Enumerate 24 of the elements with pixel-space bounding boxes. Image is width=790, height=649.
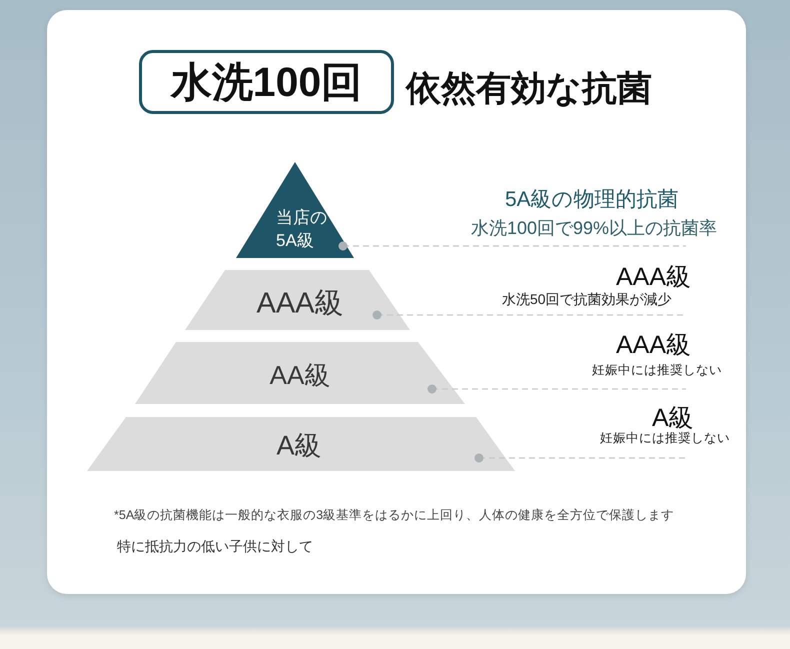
description-text: 水洗50回で抗菌効果が減少 bbox=[502, 292, 672, 306]
tier-label: AA級 bbox=[270, 362, 330, 388]
pyramid-tier bbox=[185, 270, 410, 330]
leader-line bbox=[474, 454, 686, 462]
title: 依然有効な抗菌 bbox=[406, 70, 652, 106]
description-text: 水洗100回で99%以上の抗菌率 bbox=[471, 219, 718, 237]
pyramid-tier bbox=[87, 417, 515, 471]
heading-box: 水洗100回 bbox=[139, 50, 394, 114]
tier-label: 当店の5A級 bbox=[276, 206, 328, 252]
description-text: 妊娠中には推奨しない bbox=[600, 432, 730, 444]
leader-line bbox=[428, 384, 686, 394]
pyramid-tier bbox=[135, 342, 465, 404]
tier-label: AAA級 bbox=[256, 290, 344, 318]
description-text: 妊娠中には推奨しない bbox=[592, 364, 722, 376]
heading-text: A級 bbox=[652, 406, 694, 430]
heading-text: 5A級の物理的抗菌 bbox=[505, 188, 679, 210]
pyramid-apex bbox=[236, 162, 354, 258]
tier-label: A級 bbox=[276, 432, 322, 460]
footnote: 特に抵抗力の低い子供に対して bbox=[117, 539, 313, 553]
footnote: *5A級の抗菌機能は一般的な衣服の3級基準をはるかに上回り、人体の健康を全方位で保護します bbox=[114, 508, 674, 522]
leader-line bbox=[338, 242, 686, 250]
leader-line bbox=[372, 310, 686, 320]
heading-text: AAA級 bbox=[616, 264, 692, 290]
heading-text: AAA級 bbox=[616, 332, 692, 358]
